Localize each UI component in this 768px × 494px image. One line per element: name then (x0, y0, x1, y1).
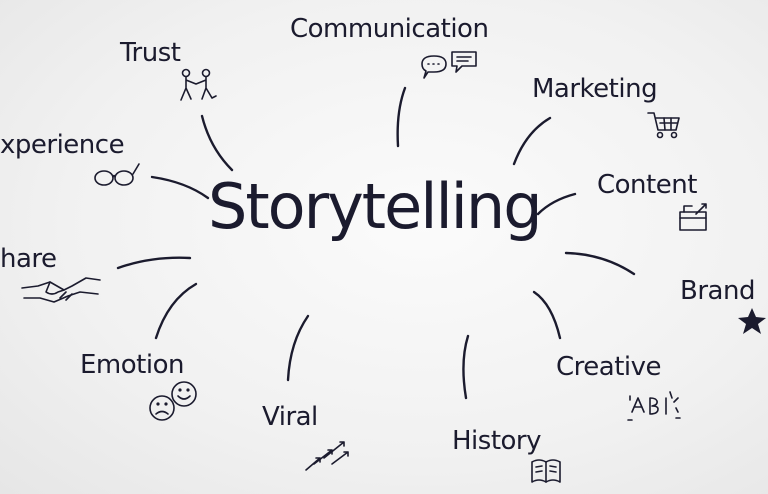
glasses-icon (92, 160, 142, 188)
star-icon (736, 306, 768, 336)
open-book-icon (528, 454, 564, 486)
handshake-people-icon (176, 68, 220, 102)
node-creative: Creative (556, 352, 662, 382)
spoke-emotion (154, 282, 198, 340)
spoke-viral (286, 314, 310, 382)
spoke-content (536, 192, 577, 216)
node-communication: Communication (290, 14, 489, 44)
handshake-icon (20, 268, 102, 308)
node-share: hare (0, 244, 57, 274)
node-trust: Trust (120, 38, 181, 68)
node-viral: Viral (262, 402, 318, 432)
spoke-share (116, 256, 192, 270)
spoke-communication (396, 86, 407, 148)
node-brand: Brand (680, 276, 755, 306)
node-emotion: Emotion (80, 350, 184, 380)
central-topic: Storytelling (208, 170, 543, 243)
arrows-icon (302, 436, 352, 472)
spoke-trust (200, 114, 234, 172)
smiley-faces-icon (148, 380, 200, 424)
node-marketing: Marketing (532, 74, 658, 104)
shopping-cart-icon (646, 110, 682, 140)
folder-icon (676, 200, 714, 232)
node-content: Content (597, 170, 697, 200)
node-history: History (452, 426, 542, 456)
spoke-history (462, 334, 470, 400)
node-experience: xperience (0, 130, 125, 160)
speech-bubbles-icon (418, 50, 480, 82)
spoke-creative (532, 290, 562, 340)
spoke-experience (150, 175, 210, 200)
spoke-marketing (512, 116, 552, 166)
sparkle-letters-icon (624, 388, 684, 426)
spoke-brand (564, 251, 636, 276)
